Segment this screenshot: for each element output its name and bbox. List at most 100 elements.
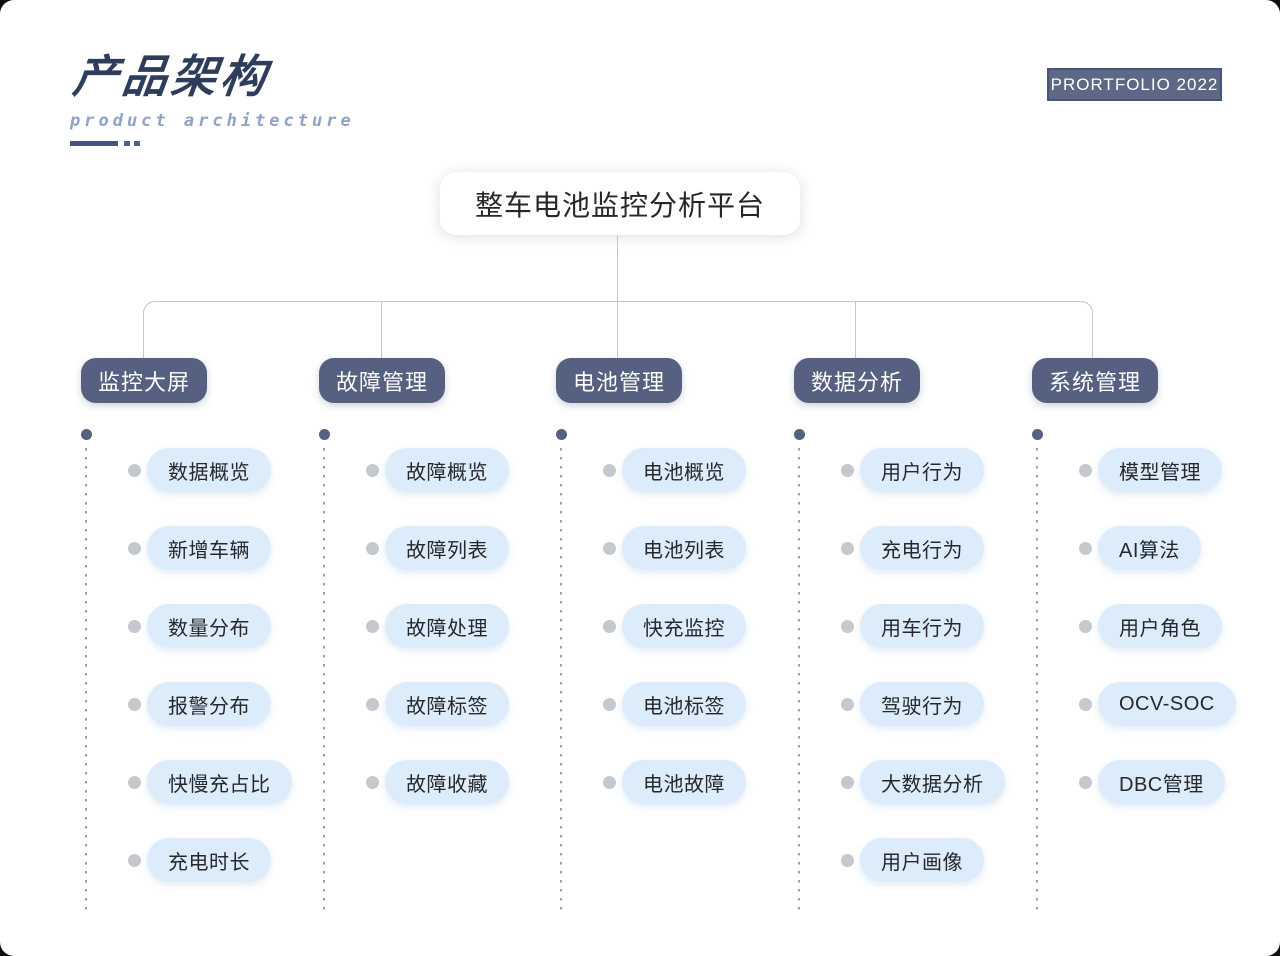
tree-item-row: 电池概览 — [556, 448, 746, 492]
item-bullet-dot — [1079, 541, 1092, 555]
tree-item-row: 故障列表 — [319, 526, 509, 570]
branch-column: 监控大屏数据概览新增车辆数量分布报警分布快慢充占比充电时长 — [81, 358, 341, 938]
branch-column: 故障管理故障概览故障列表故障处理故障标签故障收藏 — [319, 358, 579, 938]
item-pill: AI算法 — [1098, 526, 1201, 570]
underline-bar — [70, 141, 118, 146]
branch-header: 故障管理 — [319, 358, 446, 403]
item-pill: 快慢充占比 — [147, 760, 292, 804]
tree-item-row: 模型管理 — [1032, 448, 1222, 492]
tree-item-row: 新增车辆 — [81, 526, 271, 570]
branch-anchor-dot — [556, 429, 567, 440]
item-bullet-dot — [841, 853, 854, 867]
item-pill: 电池概览 — [622, 448, 746, 492]
item-bullet-dot — [603, 697, 616, 711]
item-bullet-dot — [603, 463, 616, 477]
tree-item-row: 故障收藏 — [319, 760, 509, 804]
item-pill: 报警分布 — [147, 682, 271, 726]
tree-item-row: 用户画像 — [794, 838, 984, 882]
item-bullet-dot — [128, 619, 141, 633]
item-pill: 用户行为 — [860, 448, 984, 492]
branch-anchor-dot — [1032, 429, 1043, 440]
page-subtitle: product architecture — [70, 111, 355, 131]
item-pill: DBC管理 — [1098, 760, 1225, 804]
tree-item-row: 数量分布 — [81, 604, 271, 648]
tree-item-row: 驾驶行为 — [794, 682, 984, 726]
branch-column: 电池管理电池概览电池列表快充监控电池标签电池故障 — [556, 358, 816, 938]
connector-drop-line — [381, 301, 383, 358]
item-bullet-dot — [366, 697, 379, 711]
tree-item-row: 大数据分析 — [794, 760, 1005, 804]
branch-anchor-dot — [794, 429, 805, 440]
item-pill: 电池故障 — [622, 760, 746, 804]
tree-item-row: 故障处理 — [319, 604, 509, 648]
branch-header: 系统管理 — [1032, 358, 1159, 403]
item-bullet-dot — [603, 619, 616, 633]
item-pill: 充电行为 — [860, 526, 984, 570]
item-pill: 数据概览 — [147, 448, 271, 492]
tree-item-row: 充电行为 — [794, 526, 984, 570]
item-pill: 故障收藏 — [385, 760, 509, 804]
tree-item-row: DBC管理 — [1032, 760, 1225, 804]
item-bullet-dot — [128, 853, 141, 867]
item-pill: 故障标签 — [385, 682, 509, 726]
item-bullet-dot — [366, 775, 379, 789]
branch-header: 数据分析 — [794, 358, 921, 403]
item-bullet-dot — [366, 463, 379, 477]
title-underline-decoration — [70, 141, 355, 146]
item-pill: 故障处理 — [385, 604, 509, 648]
item-pill: 用户画像 — [860, 838, 984, 882]
tree-item-row: 快充监控 — [556, 604, 746, 648]
dotted-connector-line — [560, 448, 562, 915]
item-bullet-dot — [841, 541, 854, 555]
branch-header: 监控大屏 — [81, 358, 208, 403]
item-bullet-dot — [128, 697, 141, 711]
item-bullet-dot — [1079, 697, 1092, 711]
tree-item-row: 报警分布 — [81, 682, 271, 726]
tree-item-row: 故障标签 — [319, 682, 509, 726]
tree-item-row: 电池故障 — [556, 760, 746, 804]
item-bullet-dot — [841, 619, 854, 633]
item-pill: 充电时长 — [147, 838, 271, 882]
underline-square — [134, 141, 140, 146]
item-pill: 数量分布 — [147, 604, 271, 648]
item-pill: OCV-SOC — [1098, 682, 1236, 726]
tree-item-row: AI算法 — [1032, 526, 1201, 570]
item-pill: 用车行为 — [860, 604, 984, 648]
item-pill: 新增车辆 — [147, 526, 271, 570]
item-pill: 快充监控 — [622, 604, 746, 648]
item-pill: 电池标签 — [622, 682, 746, 726]
item-pill: 驾驶行为 — [860, 682, 984, 726]
tree-item-row: 充电时长 — [81, 838, 271, 882]
item-pill: 故障概览 — [385, 448, 509, 492]
item-bullet-dot — [366, 541, 379, 555]
item-pill: 模型管理 — [1098, 448, 1222, 492]
item-bullet-dot — [603, 775, 616, 789]
item-bullet-dot — [603, 541, 616, 555]
connector-horizontal-rail — [143, 301, 1093, 358]
item-bullet-dot — [128, 463, 141, 477]
connector-root-stub — [617, 235, 619, 358]
item-bullet-dot — [841, 463, 854, 477]
item-bullet-dot — [366, 619, 379, 633]
branch-header: 电池管理 — [556, 358, 683, 403]
page-title: 产品架构 — [70, 50, 273, 103]
tree-item-row: 快慢充占比 — [81, 760, 292, 804]
item-bullet-dot — [128, 541, 141, 555]
tree-item-row: 电池列表 — [556, 526, 746, 570]
item-bullet-dot — [1079, 775, 1092, 789]
tree-item-row: 用车行为 — [794, 604, 984, 648]
dotted-connector-line — [1036, 448, 1038, 915]
connector-drop-line — [855, 301, 857, 358]
tree-item-row: 数据概览 — [81, 448, 271, 492]
portfolio-year-badge: PRORTFOLIO 2022 — [1047, 68, 1222, 101]
underline-square — [124, 141, 130, 146]
branch-anchor-dot — [319, 429, 330, 440]
dotted-connector-line — [323, 448, 325, 915]
branch-column: 数据分析用户行为充电行为用车行为驾驶行为大数据分析用户画像 — [794, 358, 1054, 938]
item-bullet-dot — [1079, 619, 1092, 633]
dotted-connector-line — [85, 448, 87, 915]
root-node: 整车电池监控分析平台 — [440, 172, 800, 235]
dotted-connector-line — [798, 448, 800, 915]
